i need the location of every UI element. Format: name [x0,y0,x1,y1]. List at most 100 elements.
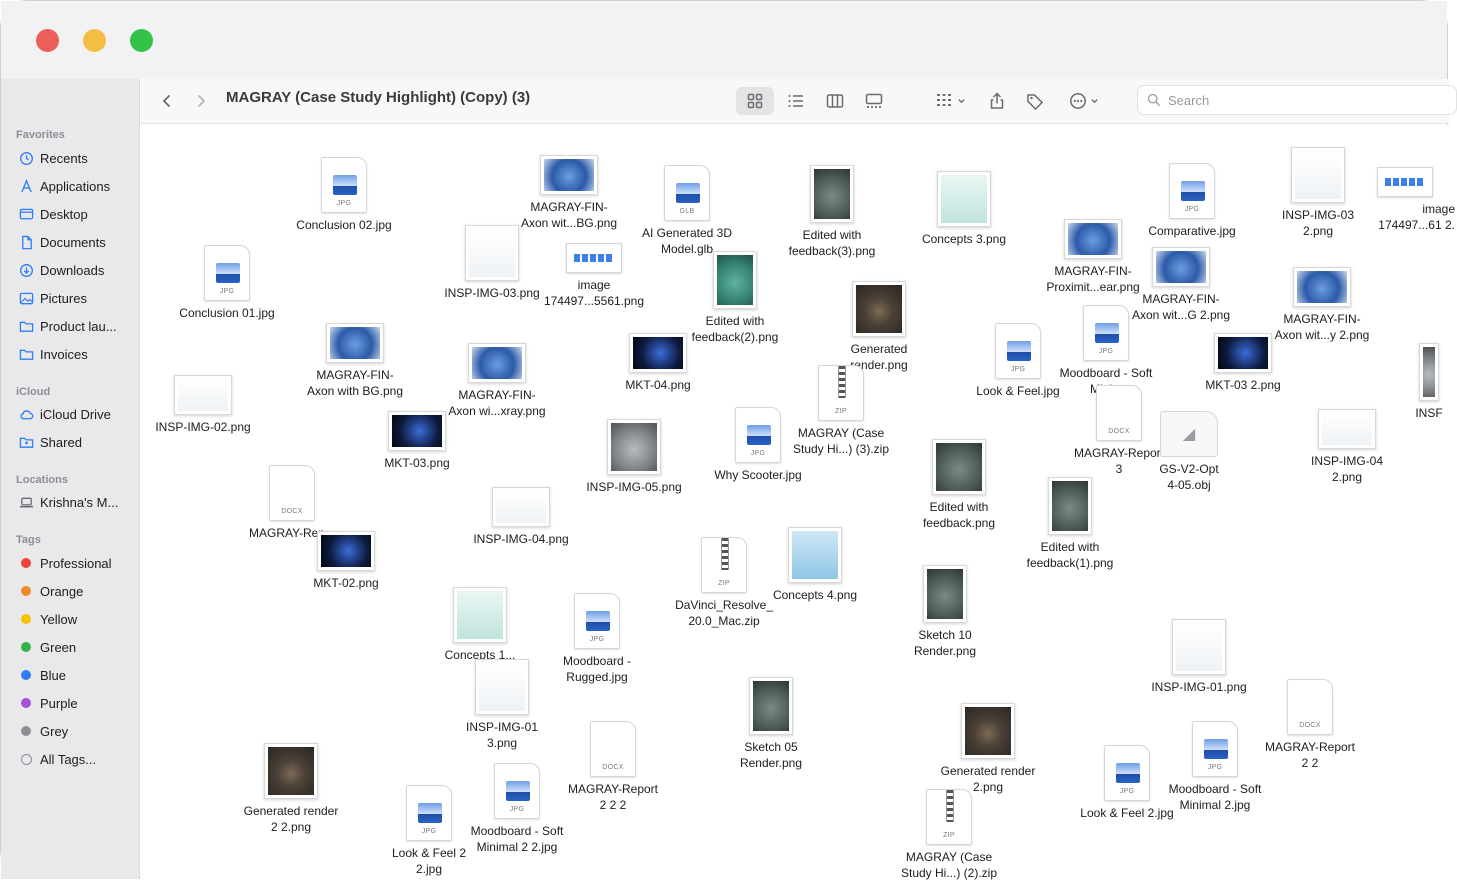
sidebar-tag-yellow[interactable]: Yellow [17,609,77,629]
file-item[interactable]: JPG Why Scooter.jpg [693,407,823,483]
forward-button[interactable] [189,87,213,115]
file-item[interactable]: INSP-IMG-01.png [1134,619,1264,695]
file-item[interactable]: JPG Look & Feel.jpg [953,323,1083,399]
image-thumbnail [607,419,661,475]
sidebar-tag-purple[interactable]: Purple [17,693,78,713]
sidebar-item-documents[interactable]: Documents [17,232,106,252]
sidebar-item-recents[interactable]: Recents [17,148,88,168]
file-item[interactable]: Sketch 05 Render.png [706,677,836,771]
sidebar-item-downloads[interactable]: Downloads [17,260,104,280]
file-item[interactable]: INSP-IMG-01 3.png [437,659,567,751]
image-thumbnail [453,587,507,643]
file-item[interactable]: DOCX MAGRAY-Report 2 2 [1245,679,1375,771]
file-name: Generated render 2.png [940,764,1036,794]
file-item[interactable]: MAGRAY-FIN- Axon wit...y 2.png [1257,267,1387,343]
file-item[interactable]: Generated render 2 2.png [226,743,356,835]
file-item[interactable]: Concepts 4.png [750,527,880,603]
file-item[interactable]: Edited with feedback(2).png [670,251,800,345]
file-item[interactable]: JPG Look & Feel 2.jpg [1062,745,1192,821]
file-item[interactable]: MKT-03 2.png [1178,333,1308,393]
file-item[interactable]: JPG Moodboard - Soft Minimal 2.jpg [1150,721,1280,813]
file-item[interactable]: JPG Look & Feel 2 2.jpg [364,785,494,877]
file-item[interactable]: Concepts 3.png [899,171,1029,247]
close-button[interactable] [36,29,59,52]
file-item[interactable]: JPG Conclusion 01.jpg [162,245,292,321]
sidebar-item-label: Professional [40,555,112,571]
file-item[interactable]: MAGRAY-FIN- Axon wit...BG.png [504,155,634,231]
more-actions-button[interactable] [1063,87,1105,115]
sidebar-tag-orange[interactable]: Orange [17,581,83,601]
file-item[interactable]: Sketch 10 Render.png [880,565,1010,659]
file-item[interactable]: MAGRAY-FIN- Axon wi...xray.png [432,343,562,419]
file-item[interactable]: image 174497...5561.png [529,243,659,309]
file-item[interactable]: Edited with feedback.png [894,439,1024,531]
file-item[interactable]: Concepts 1... [415,587,545,663]
file-item[interactable]: MAGRAY-FIN- Axon wit...G 2.png [1116,247,1246,323]
file-item[interactable]: DOCX MAGRAY-Report 2 2 2 [548,721,678,813]
file-item[interactable]: Edited with feedback(3).png [767,165,897,259]
sidebar-item-label: Krishna's M... [40,494,119,510]
image-thumbnail [468,343,526,383]
folder-icon [17,347,35,362]
file-item[interactable]: JPG Moodboard - Rugged.jpg [532,593,662,685]
file-item[interactable]: JPG Conclusion 02.jpg [279,157,409,233]
chevron-right-icon [197,94,206,108]
file-item[interactable]: INSP-IMG-04.png [456,487,586,547]
sidebar-item-shared[interactable]: Shared [17,432,82,452]
file-item[interactable]: JPG Moodboard - Soft Minimal 2 2.jpg [452,763,582,855]
file-item[interactable]: image 174497...61 2. [1355,167,1455,233]
icon-view-button[interactable] [736,87,774,115]
minimize-button[interactable] [83,29,106,52]
tag-button[interactable] [1021,87,1049,115]
back-button[interactable] [155,87,179,115]
file-item[interactable]: ◢ GS-V2-Opt 4-05.obj [1124,411,1254,493]
file-item[interactable]: ZIP MAGRAY (Case Study Hi...) (3).zip [776,365,906,457]
sidebar-tag-green[interactable]: Green [17,637,76,657]
file-item[interactable]: INSP-IMG-03 2.png [1253,147,1383,239]
file-item[interactable]: MAGRAY-FIN- Axon with BG.png [290,323,420,399]
sidebar-item-applications[interactable]: Applications [17,176,110,196]
zoom-button[interactable] [130,29,153,52]
file-item[interactable]: INSP-IMG-02.png [138,375,268,435]
search-field[interactable]: Search [1137,85,1457,115]
share-button[interactable] [983,87,1011,115]
sidebar-item-product-launch[interactable]: Product lau... [17,316,117,336]
file-item[interactable]: GLB AI Generated 3D Model.glb [622,165,752,257]
file-item[interactable]: Generated render.png [814,281,944,373]
file-item[interactable]: DOCX MAGRAY-Report 3 [1054,385,1184,477]
sidebar-tag-grey[interactable]: Grey [17,721,68,741]
file-item[interactable]: ZIP MAGRAY (Case Study Hi...) (2).zip [884,789,1014,881]
file-name: Why Scooter.jpg [714,468,802,482]
file-item[interactable]: DOCX MAGRAY-Rep... [227,465,357,541]
file-item[interactable]: JPG Moodboard - Soft Mini... [1041,305,1171,397]
file-item[interactable]: MAGRAY-FIN- Proximit...ear.png [1028,219,1158,295]
file-item[interactable]: INSP-IMG-04 2.png [1282,409,1412,485]
sidebar-tag-all-tags[interactable]: All Tags... [17,749,96,769]
file-item[interactable]: INSP-IMG-05.png [569,419,699,495]
docx-file-icon: DOCX [590,721,636,777]
file-item[interactable]: MKT-02.png [281,531,411,591]
file-item[interactable]: INSP-IMG-03.png [427,225,557,301]
file-item[interactable]: ZIP DaVinci_Resolve_ 20.0_Mac.zip [659,537,789,629]
list-view-button[interactable] [779,87,813,115]
file-item[interactable]: Edited with feedback(1).png [1005,477,1135,571]
sidebar-item-icloud-drive[interactable]: iCloud Drive [17,404,111,424]
file-item[interactable]: MKT-03.png [352,411,482,471]
file-name: Conclusion 02.jpg [296,218,392,232]
sidebar-tag-blue[interactable]: Blue [17,665,66,685]
sidebar-item-desktop[interactable]: Desktop [17,204,88,224]
jpg-file-icon: JPG [204,245,250,301]
group-grid-icon [937,94,951,106]
sidebar-item-invoices[interactable]: Invoices [17,344,88,364]
sidebar-item-pictures[interactable]: Pictures [17,288,87,308]
file-item[interactable]: JPG Comparative.jpg [1127,163,1257,239]
file-name: MAGRAY (Case Study Hi...) (3).zip [792,426,890,456]
sidebar-item-macbook[interactable]: Krishna's M... [17,492,118,512]
sidebar-tag-professional[interactable]: Professional [17,553,112,573]
gallery-view-button[interactable] [857,87,891,115]
column-view-button[interactable] [818,87,852,115]
group-by-button[interactable] [929,87,971,115]
file-item[interactable]: INSF [1409,343,1449,421]
file-item[interactable]: Generated render 2.png [923,703,1053,795]
file-item[interactable]: MKT-04.png [593,333,723,393]
